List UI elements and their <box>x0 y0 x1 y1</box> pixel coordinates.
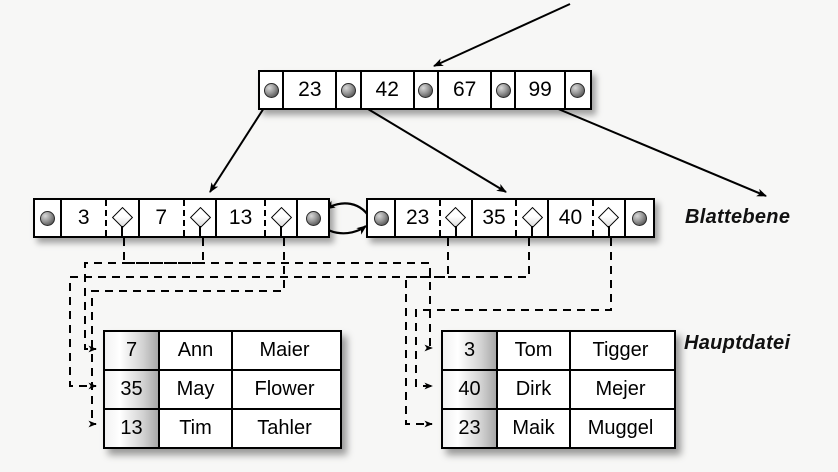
record-link-left-d1 <box>123 238 433 352</box>
root-pointer-1[interactable] <box>337 72 362 108</box>
leaf-right-pointer-prev[interactable] <box>368 200 397 236</box>
pointer-sphere-icon <box>570 82 586 98</box>
row-key: 23 <box>443 410 498 447</box>
table-row[interactable]: 13 Tim Tahler <box>105 410 340 447</box>
caption-leaf-level: Blattebene <box>685 206 791 228</box>
diamond-stem <box>531 226 534 237</box>
row-first: Maik <box>498 410 571 447</box>
diamond-icon <box>270 206 292 228</box>
diamond-icon <box>521 206 543 228</box>
leaf-left-key-1: 7 <box>139 200 183 236</box>
diamond-icon <box>445 206 467 228</box>
row-last: Tahler <box>257 417 312 439</box>
leaf-right-record-ref-2[interactable] <box>591 200 626 237</box>
leaf-left-pointer-next[interactable] <box>298 200 329 236</box>
root-pointer-2[interactable] <box>414 72 440 108</box>
pointer-sphere-icon <box>263 82 279 98</box>
root-pointer-4[interactable] <box>565 72 590 108</box>
pointer-sphere-icon <box>495 82 511 98</box>
caption-main-file: Hauptdatei <box>684 332 791 354</box>
diamond-stem <box>121 226 124 237</box>
pointer-sphere-icon <box>305 210 321 226</box>
root-pointer-0[interactable] <box>260 72 285 108</box>
table-row[interactable]: 23 Maik Muggel <box>443 410 674 447</box>
root-key-0: 23 <box>284 72 338 108</box>
row-key: 40 <box>443 371 498 408</box>
leaf-left-key-0: 3 <box>62 200 106 236</box>
pointer-sphere-icon <box>631 210 647 226</box>
row-last: Maier <box>259 339 310 361</box>
diamond-stem <box>199 226 201 237</box>
leaf-left-record-ref-2[interactable] <box>263 200 299 237</box>
leaf-right-record-ref-1[interactable] <box>515 200 550 237</box>
diamond-icon <box>598 206 620 228</box>
root-key-1: 42 <box>361 72 415 108</box>
row-key: 13 <box>105 410 160 447</box>
row-first: May <box>160 371 233 408</box>
row-last: Flower <box>254 378 315 400</box>
row-last: Tigger <box>592 339 649 361</box>
diamond-stem <box>454 226 457 237</box>
leaf-right-key-0: 23 <box>396 200 439 236</box>
pointer-sphere-icon <box>40 210 56 226</box>
diamond-icon <box>111 206 134 228</box>
row-first: Tim <box>160 410 233 447</box>
table-row[interactable]: 40 Dirk Mejer <box>443 371 674 410</box>
root-to-left-leaf-arrow <box>209 96 272 193</box>
record-link-right-d3 <box>415 238 612 390</box>
leaf-left-record-ref-1[interactable] <box>182 200 218 237</box>
row-last: Muggel <box>587 417 654 439</box>
record-link-right-d2 <box>69 238 530 390</box>
leaf-right-record-ref-0[interactable] <box>438 200 473 237</box>
leaf-left-key-2: 13 <box>217 200 264 236</box>
root-key-3: 99 <box>516 72 566 108</box>
row-key: 7 <box>105 332 160 369</box>
row-key: 3 <box>443 332 498 369</box>
data-table-left[interactable]: 7 Ann Maier 35 May Flower 13 Tim Tahler <box>103 330 342 449</box>
row-last: Mejer <box>595 378 646 400</box>
root-pointer-3[interactable] <box>492 72 517 108</box>
leaf-right-key-2: 40 <box>549 200 592 236</box>
record-link-left-d2 <box>84 238 204 353</box>
leaf-left-pointer-prev[interactable] <box>35 200 63 236</box>
leaf-node-right[interactable]: 23 35 40 <box>366 198 655 238</box>
diamond-stem <box>607 226 610 237</box>
pointer-sphere-icon <box>418 82 434 98</box>
leaf-node-left[interactable]: 3 7 13 <box>33 198 330 238</box>
record-link-left-d3 <box>88 238 285 428</box>
table-row[interactable]: 7 Ann Maier <box>105 332 340 371</box>
leaf-left-record-ref-0[interactable] <box>105 200 140 237</box>
pointer-sphere-icon <box>341 82 357 98</box>
root-key-2: 67 <box>439 72 493 108</box>
diamond-icon <box>189 206 211 228</box>
diamond-stem <box>280 226 283 237</box>
root-index-node[interactable]: 23 42 67 99 <box>258 70 592 110</box>
pointer-sphere-icon <box>373 210 389 226</box>
row-first: Ann <box>160 332 233 369</box>
leaf-right-pointer-next[interactable] <box>625 200 654 236</box>
leaf-right-key-1: 35 <box>472 200 516 236</box>
data-table-right[interactable]: 3 Tom Tigger 40 Dirk Mejer 23 Maik Mugge… <box>441 330 676 449</box>
table-row[interactable]: 35 May Flower <box>105 371 340 410</box>
table-row[interactable]: 3 Tom Tigger <box>443 332 674 371</box>
row-first: Tom <box>498 332 571 369</box>
row-key: 35 <box>105 371 160 408</box>
row-first: Dirk <box>498 371 571 408</box>
incoming-root-arrow <box>433 3 571 67</box>
root-to-right-leaf-arrow <box>347 96 507 193</box>
